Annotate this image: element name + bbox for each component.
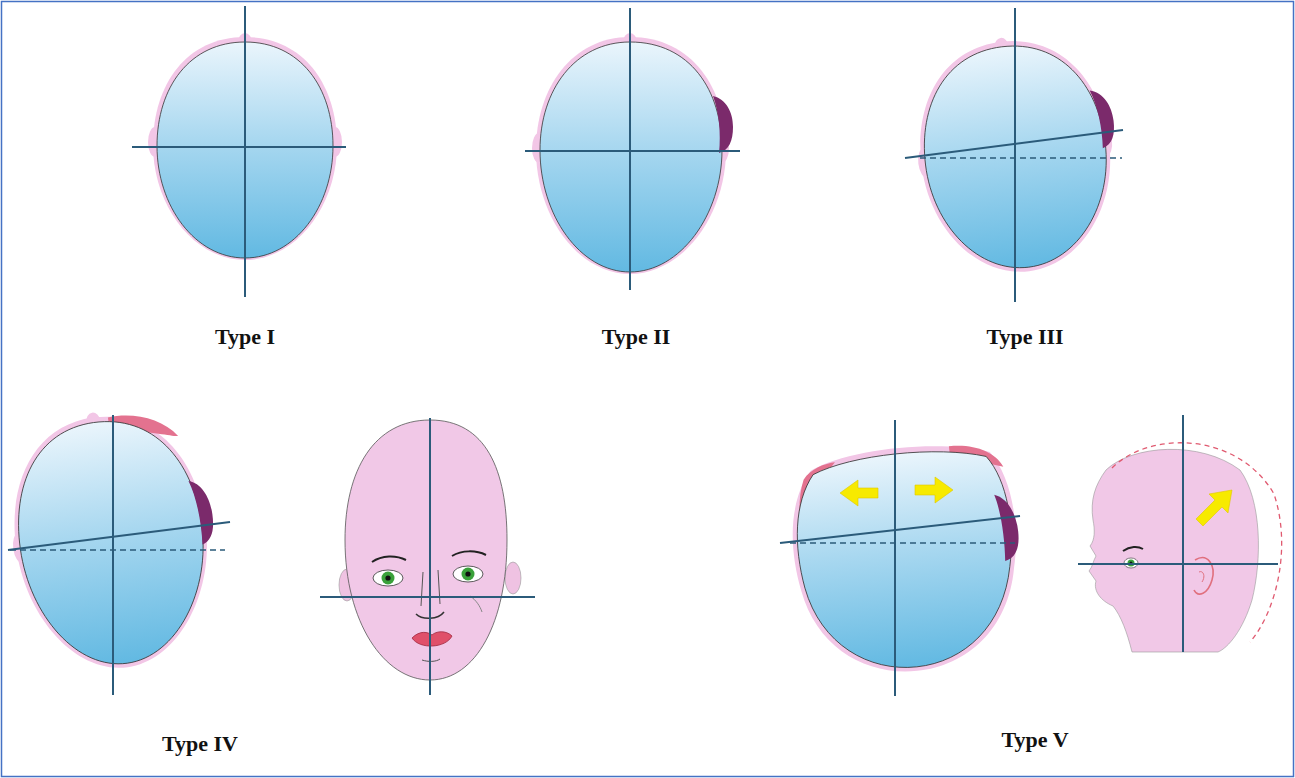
type-label: Type V <box>1001 727 1068 753</box>
head-type-5 <box>780 420 1032 696</box>
type-label: Type I <box>215 324 275 350</box>
type-label: Type II <box>602 324 671 350</box>
face-type-4 <box>320 418 535 695</box>
head-type-2 <box>525 8 740 290</box>
head-type-4 <box>0 398 232 695</box>
type-label: Type III <box>986 324 1063 350</box>
head-type-3 <box>904 8 1130 302</box>
type-label: Type IV <box>162 731 238 757</box>
head-type-1 <box>132 6 346 297</box>
profile-type-5 <box>1078 415 1282 652</box>
